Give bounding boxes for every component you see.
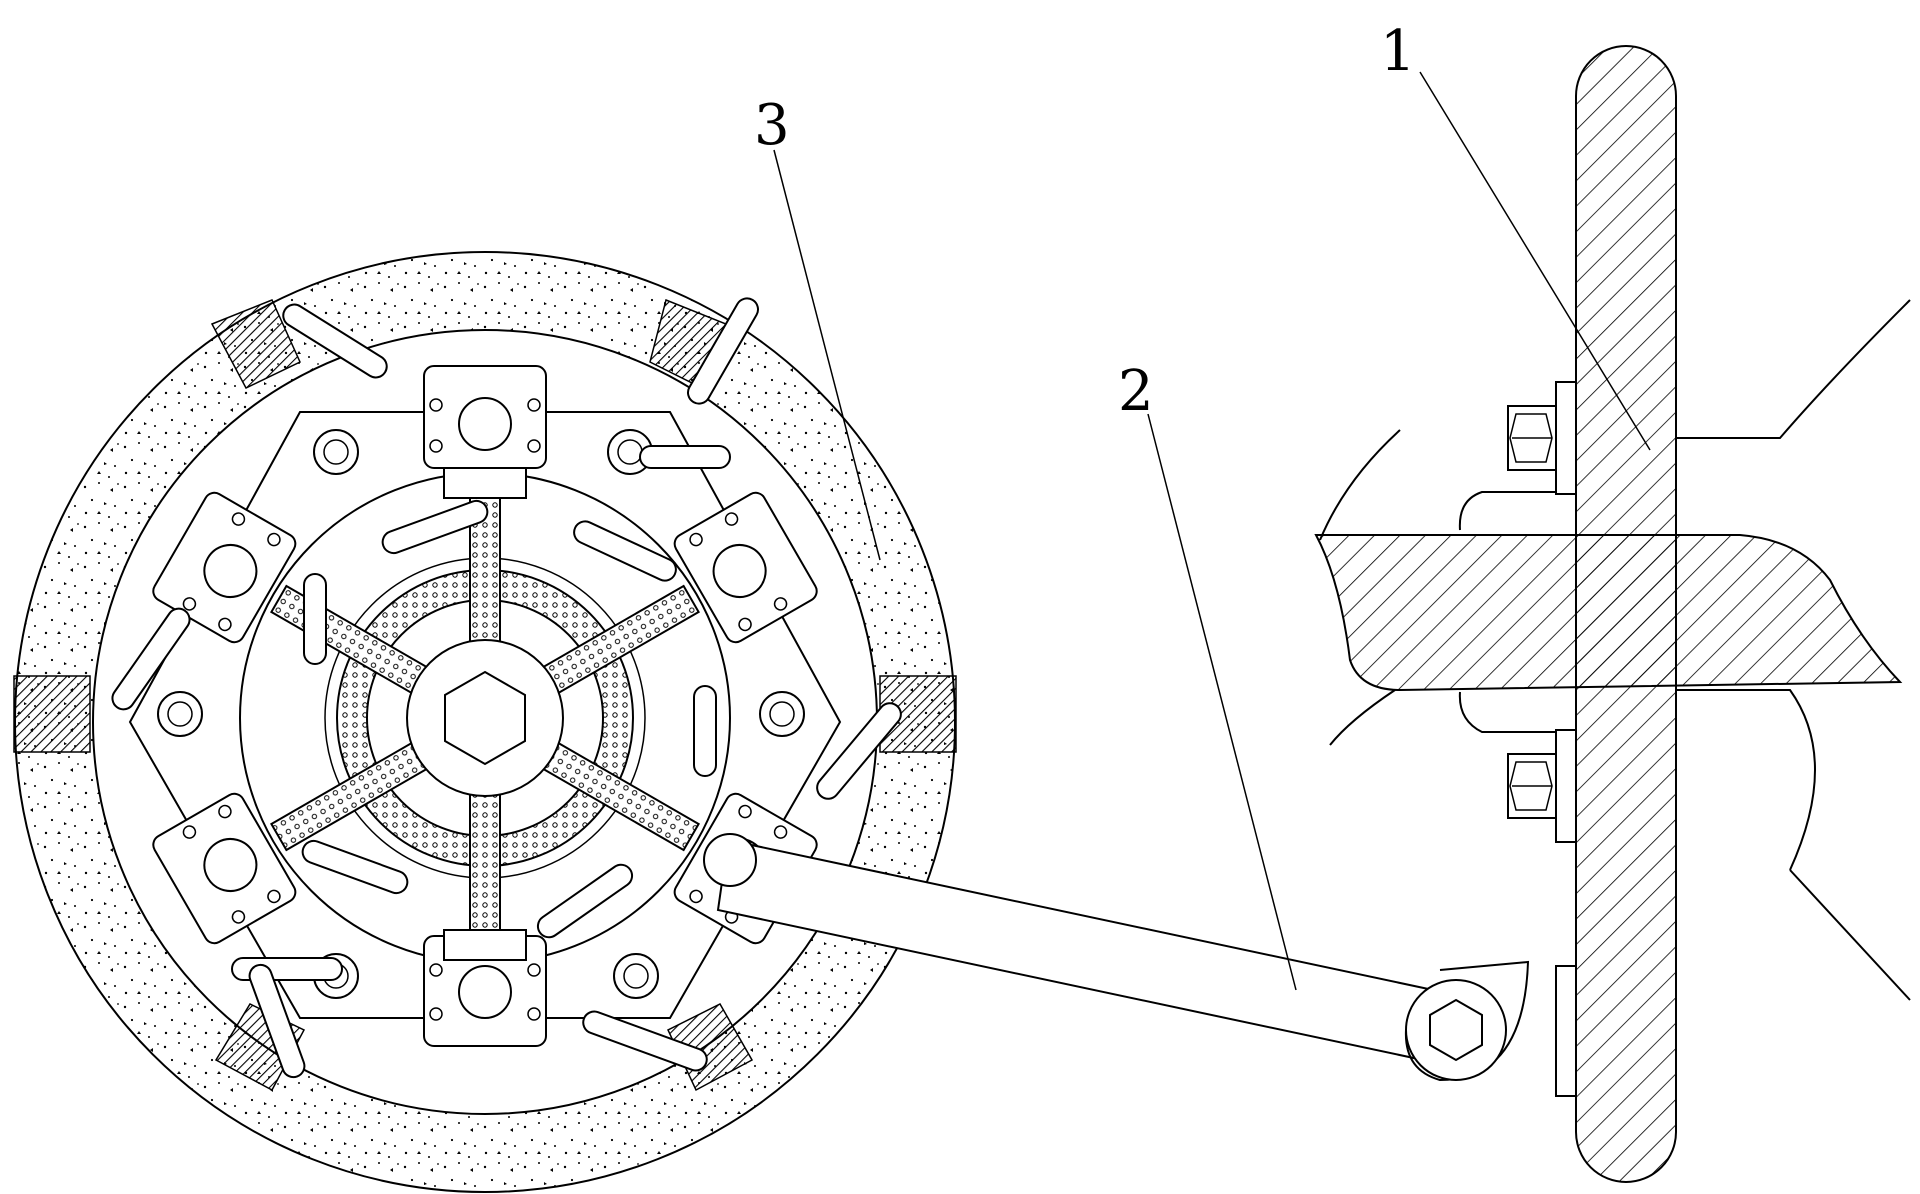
arm-end-hex-bolt-icon xyxy=(1429,998,1483,1062)
part-label-1: 1 xyxy=(1380,19,1416,84)
mounting-column xyxy=(1314,45,1911,1183)
arm-pivot-near-wheel xyxy=(703,833,757,887)
lower-bolt-icon xyxy=(1507,753,1557,819)
upper-bolt-icon xyxy=(1507,405,1557,471)
clamp-block-upper-left xyxy=(152,491,297,644)
pivot-levers xyxy=(111,297,902,1079)
part-label-2: 2 xyxy=(1118,359,1154,424)
horizontal-hatched-shaft xyxy=(1314,534,1903,692)
center-hex-nut-icon xyxy=(444,670,526,766)
connecting-arm xyxy=(703,833,1530,1082)
clamp-block-bottom xyxy=(423,929,547,1047)
grinding-wheel-assembly xyxy=(13,251,957,1193)
part-label-3: 3 xyxy=(754,93,790,158)
leader-line-2 xyxy=(1147,413,1297,991)
leader-line-1 xyxy=(1419,71,1651,451)
clamp-block-top xyxy=(423,365,547,499)
clamp-block-lower-left xyxy=(152,792,297,945)
leader-line-3 xyxy=(773,149,881,561)
clamp-block-upper-right xyxy=(673,491,818,644)
leader-lines xyxy=(773,71,1651,991)
